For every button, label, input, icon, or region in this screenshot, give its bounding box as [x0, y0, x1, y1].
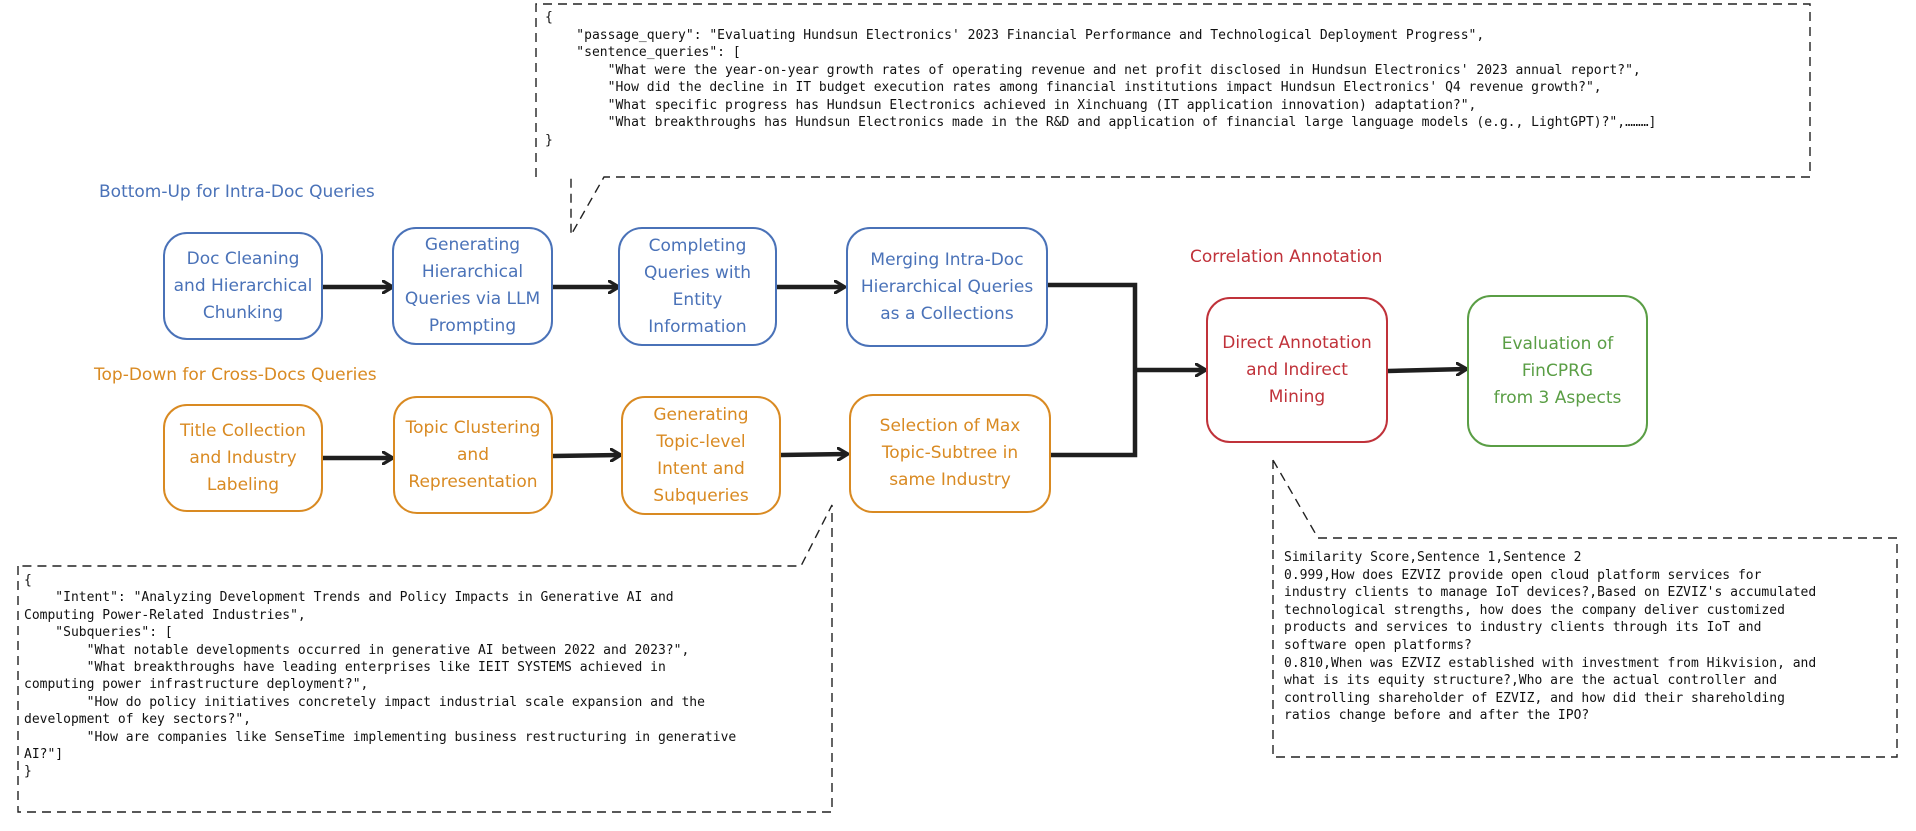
node-line: as a Collections	[880, 303, 1014, 324]
arrow-direct-annotation-to-evaluation	[1387, 369, 1466, 371]
node-evaluation: Evaluation of FinCPRG from 3 Aspects	[1467, 295, 1648, 447]
code-line: products and services to industry client…	[1284, 620, 1762, 636]
code-line: 0.999,How does EZVIZ provide open cloud …	[1284, 567, 1762, 583]
arrow-topic-clustering-to-generating-topic	[552, 455, 620, 456]
node-line: Queries with	[643, 262, 752, 283]
node-line: Representation	[408, 471, 538, 492]
code-line: }	[24, 764, 32, 780]
section-title-correlation: Correlation Annotation	[1190, 247, 1383, 267]
node-line: Evaluation of	[1501, 333, 1614, 354]
node-line: and Indirect	[1246, 359, 1348, 380]
code-line: {	[545, 10, 553, 25]
code-line: Similarity Score,Sentence 1,Sentence 2	[1284, 550, 1582, 565]
code-line: "passage_query": "Evaluating Hundsun Ele…	[545, 27, 1485, 43]
node-line: Topic-Subtree in	[881, 443, 1019, 463]
callout-cross-doc-json: { "Intent": "Analyzing Development Trend…	[24, 572, 736, 781]
code-line: "Intent": "Analyzing Development Trends …	[24, 590, 674, 606]
node-line: Entity	[672, 289, 723, 310]
node-line: Topic-level	[656, 431, 746, 452]
node-line: Information	[648, 316, 747, 337]
code-line: "How did the decline in IT budget execut…	[545, 80, 1602, 95]
section-title-bottom-up: Bottom-Up for Intra-Doc Queries	[99, 182, 375, 202]
code-line: controlling shareholder of EZVIZ, and ho…	[1284, 690, 1785, 706]
node-line: Queries via LLM	[404, 289, 541, 309]
code-line: {	[24, 573, 32, 588]
node-line: FinCPRG	[1521, 360, 1594, 381]
node-line: Labeling	[206, 474, 280, 495]
code-line: ratios change before and after the IPO?	[1284, 708, 1590, 724]
code-line: 0.810,When was EZVIZ established with in…	[1284, 655, 1817, 671]
node-line: Subqueries	[653, 485, 749, 506]
code-line: AI?"]	[24, 747, 64, 763]
code-line: }	[545, 132, 553, 148]
code-line: "What specific progress has Hundsun Elec…	[545, 97, 1477, 113]
code-line: "What breakthroughs have leading enterpr…	[24, 660, 666, 676]
callout-intra-doc-json: { "passage_query": "Evaluating Hundsun E…	[545, 9, 1656, 149]
node-line: Generating	[653, 404, 749, 425]
section-title-top-down: Top-Down for Cross-Docs Queries	[94, 365, 377, 385]
node-line: Intent and	[657, 458, 745, 479]
code-line: "Subqueries": [	[24, 625, 173, 641]
node-line: Selection of Max	[879, 416, 1021, 436]
code-line: "How do policy initiatives concretely im…	[24, 694, 705, 710]
node-line: Hierarchical	[421, 262, 524, 282]
code-line: "How are companies like SenseTime implem…	[24, 729, 737, 745]
node-line: Hierarchical Queries	[860, 276, 1034, 297]
node-line: and Hierarchical	[173, 275, 313, 296]
node-line: Doc Cleaning	[186, 248, 300, 269]
code-line: what is its equity structure?,Who are th…	[1284, 673, 1778, 689]
callout-correlation-csv: Similarity Score,Sentence 1,Sentence 2 0.…	[1284, 549, 1816, 725]
code-line: "What breakthroughs has Hundsun Electron…	[545, 115, 1657, 130]
node-line: same Industry	[889, 470, 1011, 490]
node-line: Mining	[1268, 386, 1326, 407]
code-line: "sentence_queries": [	[545, 45, 741, 60]
connector-merging-to-junction	[1048, 282, 1138, 458]
callout-frame-correlation	[1272, 459, 1898, 758]
node-line: Completing	[648, 235, 747, 256]
code-line: Computing Power-Related Industries",	[24, 607, 306, 623]
node-line: Generating	[424, 235, 521, 255]
code-line: software open platforms?	[1284, 637, 1472, 653]
code-line: industry clients to manage IoT devices?,…	[1284, 585, 1817, 601]
node-line: Prompting	[428, 316, 517, 336]
node-line: Title Collection	[180, 420, 306, 441]
code-line: "What notable developments occurred in g…	[24, 642, 690, 658]
code-line: computing power infrastructure deploymen…	[24, 677, 369, 693]
node-line: Chunking	[202, 302, 284, 323]
callout-frame-cross-doc	[17, 504, 833, 813]
node-line: Merging Intra-Doc	[870, 249, 1024, 270]
node-line: Direct Annotation	[1222, 332, 1372, 353]
node-line: and	[457, 444, 489, 465]
code-line: "What were the year-on-year growth rates…	[545, 62, 1641, 78]
arrow-generating-topic-to-selection	[780, 454, 847, 455]
callout-frame-intra-doc	[535, 3, 1811, 238]
code-line: development of key sectors?",	[24, 712, 251, 728]
code-line: technological strengths, how does the co…	[1284, 602, 1785, 618]
node-line: from 3 Aspects	[1493, 387, 1622, 408]
node-line: and Industry	[189, 447, 297, 468]
node-line: Topic Clustering	[405, 417, 541, 438]
